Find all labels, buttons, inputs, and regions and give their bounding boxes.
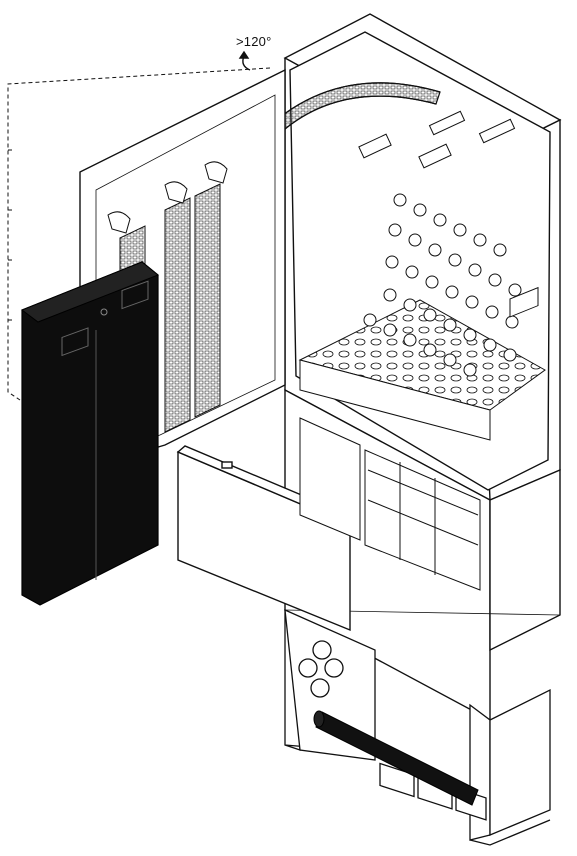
swing-arrow-icon xyxy=(238,50,251,71)
gland-row-2 xyxy=(388,223,522,297)
cable-management-tray xyxy=(298,299,546,441)
door-swing-indicator xyxy=(7,67,271,401)
gland-row-5 xyxy=(363,313,477,377)
base-plinth xyxy=(284,608,551,846)
opening-angle-label: >120° xyxy=(236,34,272,49)
cable-gland-grid xyxy=(363,193,522,377)
grounding-bar xyxy=(313,710,479,806)
plinth-knockouts xyxy=(298,640,344,698)
gland-row-1 xyxy=(393,193,507,257)
gland-row-4 xyxy=(383,288,517,362)
door-cable-hooks xyxy=(107,161,228,234)
gland-row-3 xyxy=(385,255,519,329)
cover-lock-icon xyxy=(100,308,108,316)
removed-front-cover xyxy=(20,261,159,606)
panel-latch-icon xyxy=(221,461,233,469)
mounting-brackets xyxy=(358,110,516,169)
lower-housing-window xyxy=(299,286,539,591)
